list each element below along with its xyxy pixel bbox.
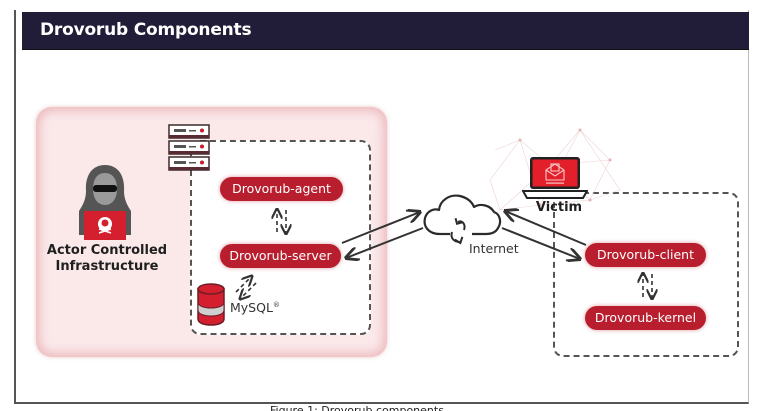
mysql-label: MySQL® bbox=[230, 300, 280, 315]
drovorub-agent-node: Drovorub-agent bbox=[220, 177, 343, 201]
actor-infrastructure-label: Actor Controlled Infrastructure bbox=[36, 243, 178, 275]
victim-label: Victim bbox=[535, 200, 583, 215]
drovorub-server-node: Drovorub-server bbox=[220, 244, 341, 268]
internet-client-link bbox=[502, 211, 587, 259]
header-bar: Drovorub Components bbox=[22, 12, 749, 50]
internet-label: Internet bbox=[469, 241, 519, 256]
actor-label-line2: Infrastructure bbox=[55, 259, 159, 274]
server-internet-link bbox=[341, 212, 423, 258]
actor-label-line1: Actor Controlled bbox=[46, 243, 168, 258]
database-icon bbox=[197, 283, 225, 326]
agent-server-link bbox=[277, 209, 286, 234]
hooded-hacker-icon bbox=[79, 165, 131, 240]
laptop-email-icon bbox=[522, 157, 588, 199]
client-kernel-link bbox=[643, 273, 652, 299]
mysql-text: MySQL bbox=[230, 300, 273, 315]
registered-mark: ® bbox=[272, 300, 280, 309]
mysql-server-link bbox=[235, 276, 257, 299]
diagram-title: Drovorub Components bbox=[40, 20, 252, 40]
drovorub-kernel-node: Drovorub-kernel bbox=[585, 306, 706, 330]
server-rack-icon bbox=[168, 124, 210, 171]
figure-caption: Figure 1: Drovorub components bbox=[270, 404, 444, 411]
drovorub-client-node: Drovorub-client bbox=[585, 243, 706, 267]
cloud-icon bbox=[423, 194, 502, 245]
